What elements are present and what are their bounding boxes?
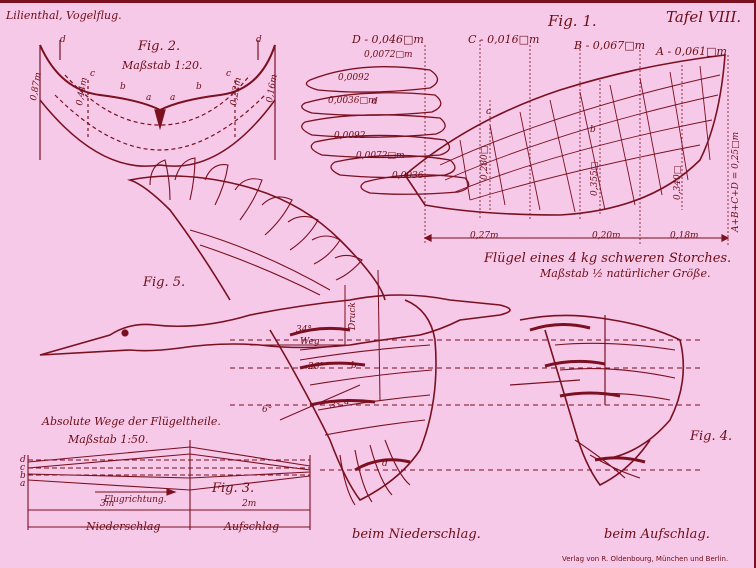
fig3-down-length: 3m (100, 499, 115, 509)
fig1-feather-3: 0,0036□m (328, 96, 377, 106)
fig2-letter-a-right: a (170, 93, 176, 103)
fig2-letter-b-right: b (196, 82, 202, 92)
fig1-span-1: 0,27m (470, 231, 499, 241)
fig3-letter-d: d (20, 455, 26, 465)
fig3-title: Fig. 3. (212, 481, 255, 496)
fig5-angle-1: 34° (296, 325, 312, 335)
fig3-letter-a: a (20, 479, 26, 489)
fig1-feather-1: 0,0072□m (364, 50, 413, 60)
fig2-letter-b-left: b (120, 82, 126, 92)
fig5-angle-2: 26° (308, 362, 324, 372)
fig2-title: Fig. 2. (138, 39, 181, 54)
fig3-direction: Flugrichtung. (104, 495, 167, 505)
fig3-down-label: Niederschlag (86, 520, 161, 533)
fig3-drawing (27, 440, 311, 530)
fig2-letter-c-right: c (226, 69, 232, 79)
fig2-letter-d-left: d (60, 35, 66, 45)
fig2-letter-a-left: a (146, 93, 152, 103)
fig5-point-b: b (351, 361, 357, 371)
fig1-height-1: 0,280□ (480, 145, 490, 180)
fig1-feather-2: 0,0092 (338, 73, 370, 83)
fig2-scale: Maßstab 1:20. (122, 59, 203, 72)
fig3-up-length: 2m (242, 499, 257, 509)
fig5-caption: beim Niederschlag. (352, 527, 481, 542)
fig3-scale: Maßstab 1:50. (68, 433, 149, 446)
fig1-feather-6: 0,0036 (392, 171, 424, 181)
fig2-drawing (39, 40, 276, 167)
fig5-label-weg: Weg (300, 337, 320, 347)
fig5-angle-3: 6° (262, 405, 273, 415)
plate-number: Tafel VIII. (666, 8, 742, 26)
fig4-drawing (470, 314, 700, 487)
fig5-label-druck: Druck (348, 302, 358, 330)
fig1-feather-4: 0,0092 (334, 131, 366, 141)
fig1-area-sum: A+B+C+D = 0,25□m (731, 131, 741, 232)
fig1-caption: Flügel eines 4 kg schweren Storches. (484, 251, 732, 266)
fig1-scale: Maßstab ½ natürlicher Größe. (540, 267, 711, 280)
publisher-credit: Verlag von R. Oldenbourg, München und Be… (562, 555, 729, 563)
fig1-area-c: C - 0,016□m (468, 33, 540, 46)
fig1-letter-c: c (486, 107, 492, 117)
fig1-drawing (301, 40, 730, 245)
fig5-point-d: d (382, 459, 388, 469)
fig5-title: Fig. 5. (143, 275, 186, 290)
fig1-title: Fig. 1. (548, 12, 597, 30)
fig1-area-b: B - 0,067□m (574, 39, 646, 52)
fig2-letter-c-left: c (90, 69, 96, 79)
fig5-point-a: a (344, 397, 350, 407)
fig1-height-3: 0,340□ (673, 165, 683, 200)
fig1-area-d: D - 0,046□m (352, 33, 424, 46)
fig4-caption: beim Aufschlag. (604, 527, 710, 542)
fig5-drawing (39, 157, 511, 506)
fig3-letter-b: b (20, 471, 26, 481)
fig1-span-2: 0,20m (592, 231, 621, 241)
fig1-letter-b: b (590, 125, 596, 135)
fig2-letter-d-right: d (256, 35, 262, 45)
fig1-feather-5: 0,0072□m (356, 151, 405, 161)
fig3-letter-c: c (20, 463, 26, 473)
fig4-title: Fig. 4. (690, 429, 733, 444)
fig3-heading: Absolute Wege der Flügeltheile. (42, 415, 221, 428)
fig1-span-3: 0,18m (670, 231, 699, 241)
fig5-angle-4: 3° (330, 401, 341, 411)
fig1-height-2: 0,355□ (590, 161, 600, 196)
fig3-up-label: Aufschlag (224, 520, 280, 533)
author-title: Lilienthal, Vogelflug. (6, 9, 122, 22)
fig1-area-a: A - 0,061□m (656, 45, 727, 58)
fig1-letter-d: d (372, 97, 378, 107)
